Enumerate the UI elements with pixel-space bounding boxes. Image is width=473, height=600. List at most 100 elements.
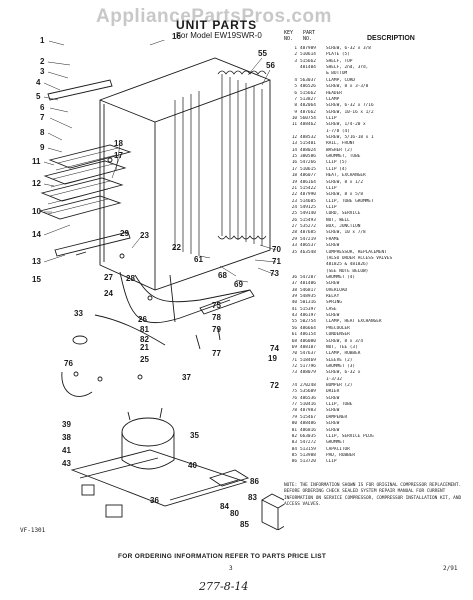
part-description: GROMMET (3) (326, 363, 356, 369)
parts-row: & BOTTOM (284, 71, 470, 77)
part-key: 79 (291, 414, 297, 420)
callout-22: 22 (172, 243, 181, 252)
part-key: 24 (291, 204, 297, 210)
callout-39: 39 (62, 420, 71, 429)
part-key: 35 (291, 249, 297, 255)
part-number: 501316 (300, 300, 316, 306)
part-number: 513720 (300, 459, 316, 465)
header-key-label: KEY NO. (284, 30, 294, 42)
part-number: 486080 (300, 338, 316, 344)
callout-19: 19 (268, 354, 277, 363)
part-key: 71 (291, 357, 297, 363)
part-number: 515662 (300, 58, 316, 64)
part-number: 488079 (300, 370, 316, 376)
part-description: NUT, WELL (326, 217, 350, 223)
compressor-note: NOTE: THE INFORMATION SHOWN IS FOR ORIGI… (284, 483, 462, 507)
part-key: 3 (294, 58, 297, 64)
callout-38: 38 (62, 433, 71, 442)
ordering-footer: FOR ORDERING INFORMATION REFER TO PARTS … (118, 553, 327, 560)
callout-7: 7 (40, 113, 45, 122)
callout-80: 80 (230, 509, 239, 518)
part-description: 1-3/32 (326, 376, 342, 382)
part-key: 73 (291, 370, 297, 376)
part-key: 77 (291, 402, 297, 408)
callout-36: 36 (150, 496, 159, 505)
part-number: 560754 (300, 115, 316, 121)
part-number: 515467 (300, 414, 316, 420)
part-description: SCREW (326, 427, 340, 433)
part-description: PAD, RUBBER (326, 453, 356, 458)
part-description: CLIP (326, 204, 337, 210)
part-number: 486664 (300, 325, 316, 331)
part-key: 27 (291, 224, 297, 230)
part-description: PRECOOLER (326, 325, 350, 331)
part-number: 488532 (300, 135, 316, 141)
callout-55: 55 (258, 49, 267, 58)
part-number: 513827 (300, 96, 316, 102)
callout-8: 8 (40, 128, 45, 137)
part-description: CORD, SERVICE (326, 211, 361, 217)
part-description: DAMPENER (326, 414, 348, 420)
callout-82: 82 (140, 335, 149, 344)
part-description: RELAY (326, 294, 340, 300)
callout-24: 24 (104, 289, 113, 298)
part-key: 16 (291, 160, 297, 166)
callout-85: 85 (240, 520, 249, 529)
page-subtitle: For Model EW19SWR-0 (176, 31, 262, 40)
parts-row: (ALSO ORDER ACCESS VALVES (284, 256, 470, 262)
page-number: 3 (229, 565, 233, 572)
part-key: 84 (291, 446, 297, 452)
part-key: 38 (291, 287, 297, 293)
part-number: 486537 (300, 243, 316, 249)
part-number: 486526 (300, 84, 316, 90)
parts-row: 1-7/8 (4) (284, 129, 470, 135)
part-description: BOX, JUNCTION (326, 224, 361, 230)
part-description: 1-7/8 (4) (326, 128, 350, 134)
callout-9: 9 (40, 143, 45, 152)
part-key: 40 (291, 300, 297, 306)
part-number: 513159 (300, 446, 316, 452)
part-number: 515493 (300, 217, 316, 223)
part-description: SCREW, 8 x 5/8 (326, 192, 364, 198)
part-description: SHELF, TOP (326, 58, 353, 64)
part-description: CLAMP, HEAT EXCHANGER (326, 319, 382, 325)
callout-10: 10 (32, 207, 41, 216)
part-description: CASE (326, 306, 337, 312)
callout-61: 61 (194, 255, 203, 264)
part-description: SCREW, 8 x 3/4 (326, 338, 364, 344)
callout-84: 84 (220, 502, 229, 511)
part-number: 547272 (300, 440, 316, 446)
header-description-label: DESCRIPTION (367, 35, 415, 42)
part-key: 11 (291, 122, 297, 128)
part-number: 487989 (300, 46, 316, 51)
part-description: SCREW (326, 408, 340, 414)
part-number: 518469 (300, 357, 316, 363)
callout-12: 12 (32, 179, 41, 188)
part-number: 547219 (300, 236, 316, 242)
part-key: 1 (294, 46, 297, 51)
part-key: 29 (291, 236, 297, 242)
part-description: SCREW (326, 313, 340, 319)
part-description: CLIP, SERVICE PLUG (326, 433, 374, 439)
